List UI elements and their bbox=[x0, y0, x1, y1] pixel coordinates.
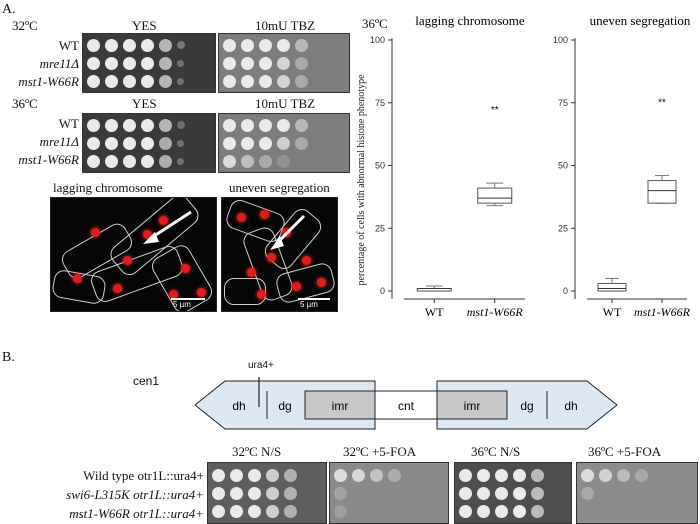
strain-mre11-36: mre11Δ bbox=[39, 134, 79, 149]
plate-32-foa bbox=[329, 462, 449, 524]
seg-cnt: cnt bbox=[398, 399, 415, 413]
micro-label-lagging: lagging chromosome bbox=[53, 180, 163, 195]
temp-36-label: 36ºC bbox=[12, 96, 38, 111]
y-tick-label-0-50: 50 bbox=[375, 161, 385, 171]
seg-dg-right: dg bbox=[520, 399, 533, 413]
col-tbz-32: 10mU TBZ bbox=[255, 18, 316, 33]
x-tick-label-0-0: WT bbox=[425, 305, 444, 319]
seg-dh-left: dh bbox=[232, 399, 245, 413]
plate-label-32-foa: 32ºC +5-FOA bbox=[343, 444, 417, 459]
box-0-1 bbox=[477, 187, 513, 204]
strain-mst1-32: mst1-W66R bbox=[18, 74, 79, 89]
y-tick-label-1-75: 75 bbox=[558, 98, 568, 108]
scale-bar-text: 5 µm bbox=[300, 300, 318, 309]
y-axis-label: percentage of cells with abnormal histon… bbox=[356, 74, 367, 286]
boxplot-charts: percentage of cells with abnormal histon… bbox=[356, 13, 691, 319]
strain-wt-32: WT bbox=[58, 38, 79, 53]
scale-bar-text: 5 µm bbox=[173, 300, 191, 309]
cen1-schematic: dh dg imr cnt imr dg dh bbox=[195, 377, 618, 430]
y-tick-label-0-0: 0 bbox=[380, 286, 385, 296]
box-1-1 bbox=[647, 180, 677, 204]
strain-wildtype-text: Wild type otr1L::ura4+ bbox=[83, 468, 204, 483]
box-1-0 bbox=[597, 282, 627, 292]
plate-36-foa bbox=[576, 462, 698, 524]
chart-temp-label: 36ºC bbox=[362, 16, 388, 31]
strain-swi6: swi6-L315K otr1L::ura4+ bbox=[66, 487, 204, 503]
significance-1: ** bbox=[658, 98, 666, 109]
col-tbz-36: 10mU TBZ bbox=[255, 96, 316, 111]
strain-mst1-36: mst1-W66R bbox=[18, 152, 79, 167]
plate-36-ns bbox=[454, 462, 572, 524]
strain-swi6-text: swi6-L315K otr1L::ura4+ bbox=[66, 487, 204, 502]
arrow-icon bbox=[270, 214, 306, 250]
strain-mst1: mst1-W66R otr1L::ura4+ bbox=[69, 506, 204, 522]
strain-wt-36: WT bbox=[58, 116, 79, 131]
x-tick-label-0-1: mst1-W66R bbox=[467, 305, 524, 319]
seg-imr-left: imr bbox=[332, 399, 349, 413]
panel-b-label: B. bbox=[2, 350, 15, 365]
y-tick-label-1-100: 100 bbox=[553, 35, 568, 45]
col-yes-32: YES bbox=[132, 18, 157, 33]
significance-0: ** bbox=[491, 105, 499, 116]
y-tick-label-1-50: 50 bbox=[558, 161, 568, 171]
y-tick-label-1-0: 0 bbox=[563, 286, 568, 296]
strain-mre11-32: mre11Δ bbox=[39, 56, 79, 71]
y-tick-label-1-25: 25 bbox=[558, 223, 568, 233]
x-tick-label-1-1: mst1-W66R bbox=[634, 305, 691, 319]
plate-yes-36 bbox=[82, 113, 216, 173]
strain-wildtype: Wild type otr1L::ura4+ bbox=[83, 468, 204, 484]
left-imr-box bbox=[304, 390, 376, 420]
plate-tbz-32 bbox=[218, 33, 350, 93]
plate-tbz-36 bbox=[218, 113, 350, 173]
plate-32-ns bbox=[207, 462, 327, 524]
seg-imr-right: imr bbox=[464, 399, 481, 413]
arrow-icon bbox=[143, 210, 192, 244]
seg-dg-left: dg bbox=[278, 399, 291, 413]
plate-label-32-ns: 32ºC N/S bbox=[232, 444, 282, 459]
y-tick-label-0-75: 75 bbox=[375, 98, 385, 108]
panel-a-label: A. bbox=[2, 2, 16, 17]
x-tick-label-1-0: WT bbox=[603, 305, 622, 319]
micrograph-uneven: 5 µm bbox=[221, 197, 338, 312]
ura4-label: ura4+ bbox=[248, 360, 274, 371]
cnt-box bbox=[374, 390, 438, 420]
micrograph-lagging: 5 µm bbox=[50, 197, 217, 312]
y-tick-label-0-100: 100 bbox=[370, 35, 385, 45]
plate-label-36-foa: 36ºC +5-FOA bbox=[588, 444, 662, 459]
cen1-label: cen1 bbox=[133, 374, 160, 388]
plate-label-36-ns: 36ºC N/S bbox=[471, 444, 521, 459]
micro-label-uneven: uneven segregation bbox=[229, 180, 330, 195]
seg-dh-right: dh bbox=[564, 399, 577, 413]
temp-32-label: 32ºC bbox=[12, 18, 38, 33]
plate-yes-32 bbox=[82, 33, 216, 93]
strain-mst1-text: mst1-W66R otr1L::ura4+ bbox=[69, 506, 204, 521]
chart-title-1: uneven segregation bbox=[590, 13, 691, 28]
col-yes-36: YES bbox=[132, 96, 157, 111]
y-tick-label-0-25: 25 bbox=[375, 223, 385, 233]
chart-title-0: lagging chromosome bbox=[415, 13, 525, 28]
right-imr-box bbox=[436, 390, 508, 420]
